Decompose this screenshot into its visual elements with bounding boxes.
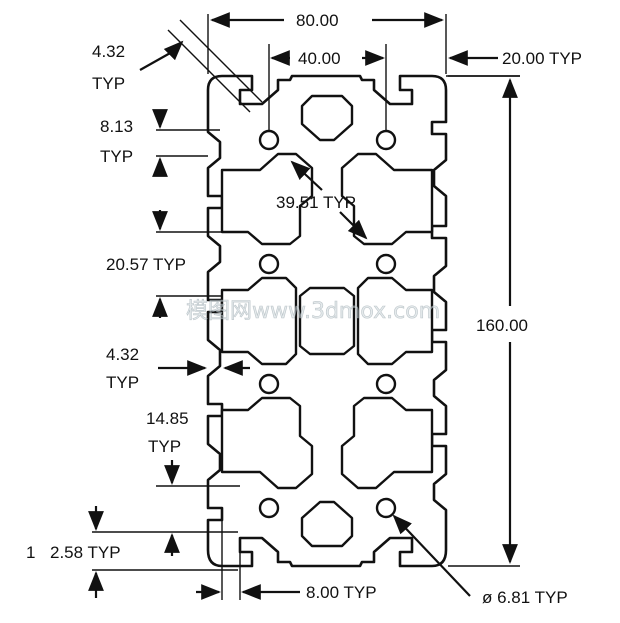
hole-1: [258, 129, 280, 151]
hole-2: [375, 129, 397, 151]
hole-6: [375, 373, 397, 395]
pocket-lower-right: [340, 396, 434, 490]
label-pitch-20-57: 20.57 TYP: [106, 255, 186, 274]
label-wall-mid-value: 4.32: [106, 345, 139, 364]
label-depth-14-85-value: 14.85: [146, 409, 189, 428]
pocket-middle-center: [298, 286, 356, 356]
label-slot-spacing: 20.00 TYP: [502, 49, 582, 68]
hole-8: [375, 497, 397, 519]
label-lip-2-58: 2.58 TYP: [50, 543, 121, 562]
pocket-bottom-center: [300, 500, 354, 548]
watermark-text: 模图网www.3dmox.com: [186, 299, 440, 324]
label-slot-opening: 8.00 TYP: [306, 583, 377, 602]
hole-7: [258, 497, 280, 519]
hole-4: [375, 253, 397, 275]
pocket-middle-left: [220, 276, 298, 366]
label-wall-top-value: 4.32: [92, 42, 125, 61]
pocket-top-center: [300, 94, 354, 142]
pocket-middle-right: [356, 276, 434, 366]
label-depth-14-85-unit: TYP: [148, 437, 181, 456]
hole-3: [258, 253, 280, 275]
hole-5: [258, 373, 280, 395]
profile-outline: [206, 74, 448, 568]
pocket-lower-left: [220, 396, 314, 490]
label-center-spacing: 40.00: [298, 49, 341, 68]
label-depth-8-13-unit: TYP: [100, 147, 133, 166]
label-depth-8-13-value: 8.13: [100, 117, 133, 136]
label-height-total: 160.00: [476, 316, 528, 335]
label-hole-diameter: ø 6.81 TYP: [482, 588, 568, 607]
dimension-labels: 80.00 40.00 20.00 TYP 160.00 4.32 TYP 8.…: [26, 11, 582, 607]
label-wall-top-unit: TYP: [92, 74, 125, 93]
label-chamfer-diag: 39.51 TYP: [276, 193, 356, 212]
pocket-upper-left: [220, 152, 314, 246]
label-lip-prefix: 1: [26, 543, 35, 562]
dimension-lines: [88, 12, 520, 600]
label-width-total: 80.00: [296, 11, 339, 30]
label-wall-mid-unit: TYP: [106, 373, 139, 392]
